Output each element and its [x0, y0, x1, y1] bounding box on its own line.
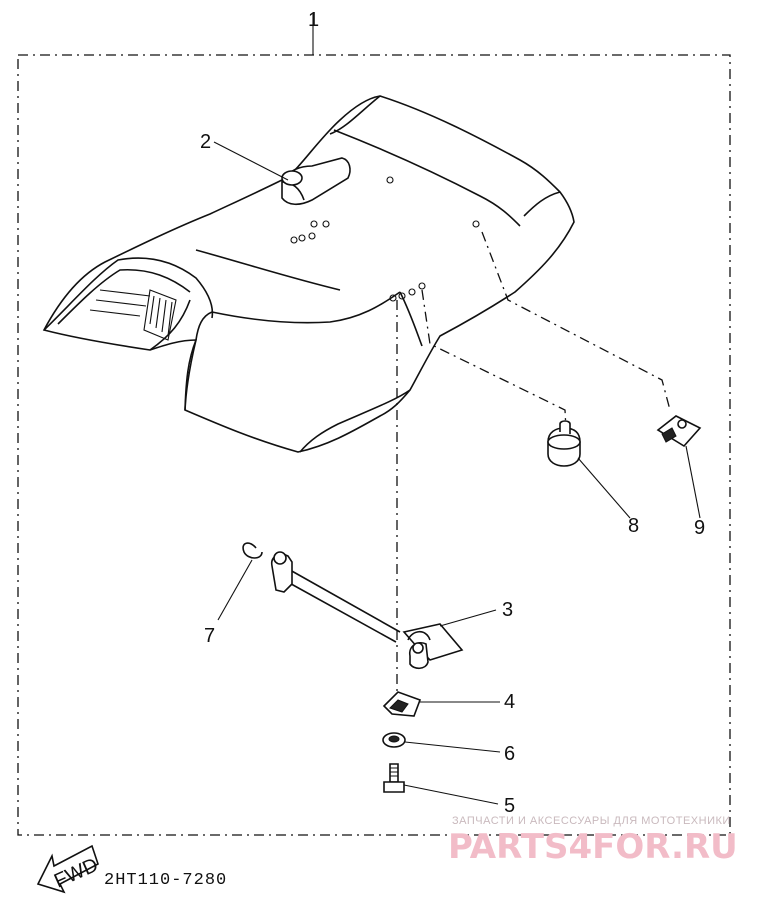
assembly-line-damper: [421, 289, 567, 431]
part-label-5: 5: [504, 795, 515, 817]
part-label-4: 4: [504, 691, 515, 713]
diagram-code: 2HT110-7280: [104, 871, 227, 890]
seat: [42, 95, 575, 453]
seat-damper: [547, 420, 581, 467]
seat-holes: [290, 176, 480, 302]
bolt: [383, 763, 405, 793]
leader-5: [403, 784, 499, 805]
part-label-1: 1: [308, 9, 319, 31]
fwd-arrow: FWD: [36, 844, 101, 894]
leader-6: [404, 741, 501, 753]
part-label-3: 3: [502, 599, 513, 621]
assembly-line-hook: [481, 231, 671, 411]
watermark-tagline: ЗАПЧАСТИ И АКСЕССУАРЫ ДЛЯ МОТОТЕХНИКИ: [452, 815, 731, 827]
leader-9: [685, 445, 701, 519]
leader-8: [577, 457, 631, 519]
seat-bracket: [382, 691, 422, 717]
part-label-8: 8: [628, 515, 639, 537]
part-label-7: 7: [204, 625, 215, 647]
leader-3: [439, 609, 497, 627]
seat-lock-assembly: [270, 551, 464, 670]
assembly-frame: [17, 54, 731, 836]
clip-nut: [656, 415, 702, 448]
nut: [382, 732, 406, 748]
part-label-2: 2: [200, 131, 211, 153]
seat-strap: [281, 157, 351, 206]
part-label-6: 6: [504, 743, 515, 765]
leader-2: [213, 141, 289, 181]
leader-7: [217, 559, 253, 621]
circlip: [242, 542, 263, 559]
watermark-site: PARTS4FOR.RU: [448, 827, 738, 867]
part-label-9: 9: [694, 517, 705, 539]
